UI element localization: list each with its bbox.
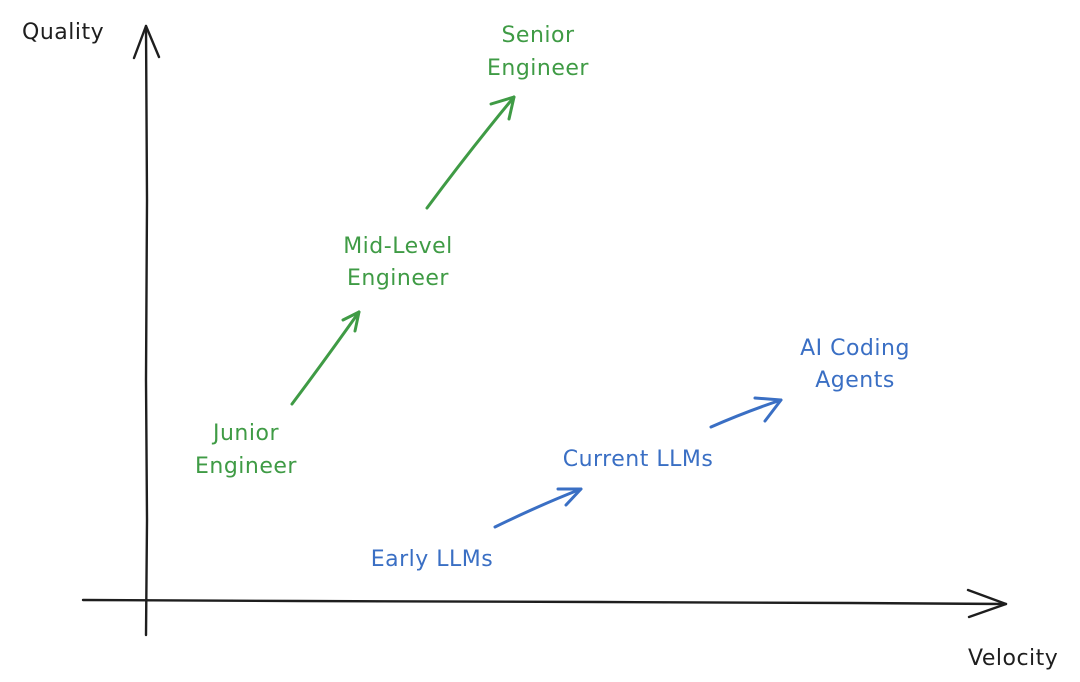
early-to-current-arrow bbox=[493, 487, 583, 529]
mid-to-senior-arrowhead bbox=[489, 95, 516, 121]
junior-engineer-label: Junior bbox=[211, 421, 279, 446]
junior-to-mid-arrowhead bbox=[341, 310, 361, 333]
junior-engineer-label-line2: Engineer bbox=[195, 454, 297, 479]
human-track: Junior Engineer Mid-Level Engineer Senio… bbox=[195, 23, 589, 479]
early-llms-label: Early LLMs bbox=[371, 547, 494, 572]
y-axis: Quality bbox=[22, 20, 161, 637]
y-axis-label: Quality bbox=[22, 20, 104, 45]
mid-to-senior-arrow bbox=[425, 95, 516, 210]
current-to-agents-arrowhead bbox=[753, 396, 783, 423]
early-to-current-arrowhead bbox=[556, 487, 583, 507]
ai-coding-agents-label: AI Coding bbox=[800, 336, 910, 361]
x-axis-arrowhead bbox=[966, 588, 1008, 619]
senior-engineer-label: Senior bbox=[501, 23, 575, 48]
y-axis-arrowhead bbox=[132, 24, 161, 60]
current-llms-label: Current LLMs bbox=[563, 447, 714, 472]
junior-to-mid-arrow bbox=[290, 310, 361, 406]
senior-engineer-label-line2: Engineer bbox=[487, 56, 589, 81]
ai-coding-agents-label-line2: Agents bbox=[815, 368, 895, 393]
mid-level-engineer-label-line2: Engineer bbox=[347, 266, 449, 291]
x-axis: Velocity bbox=[81, 588, 1058, 671]
ai-track: Early LLMs Current LLMs AI Coding Agents bbox=[371, 336, 910, 572]
x-axis-label: Velocity bbox=[968, 646, 1058, 671]
y-axis-line bbox=[144, 24, 149, 637]
x-axis-line bbox=[81, 598, 1008, 606]
mid-level-engineer-label: Mid-Level bbox=[343, 234, 453, 259]
current-to-agents-arrow bbox=[709, 398, 783, 429]
